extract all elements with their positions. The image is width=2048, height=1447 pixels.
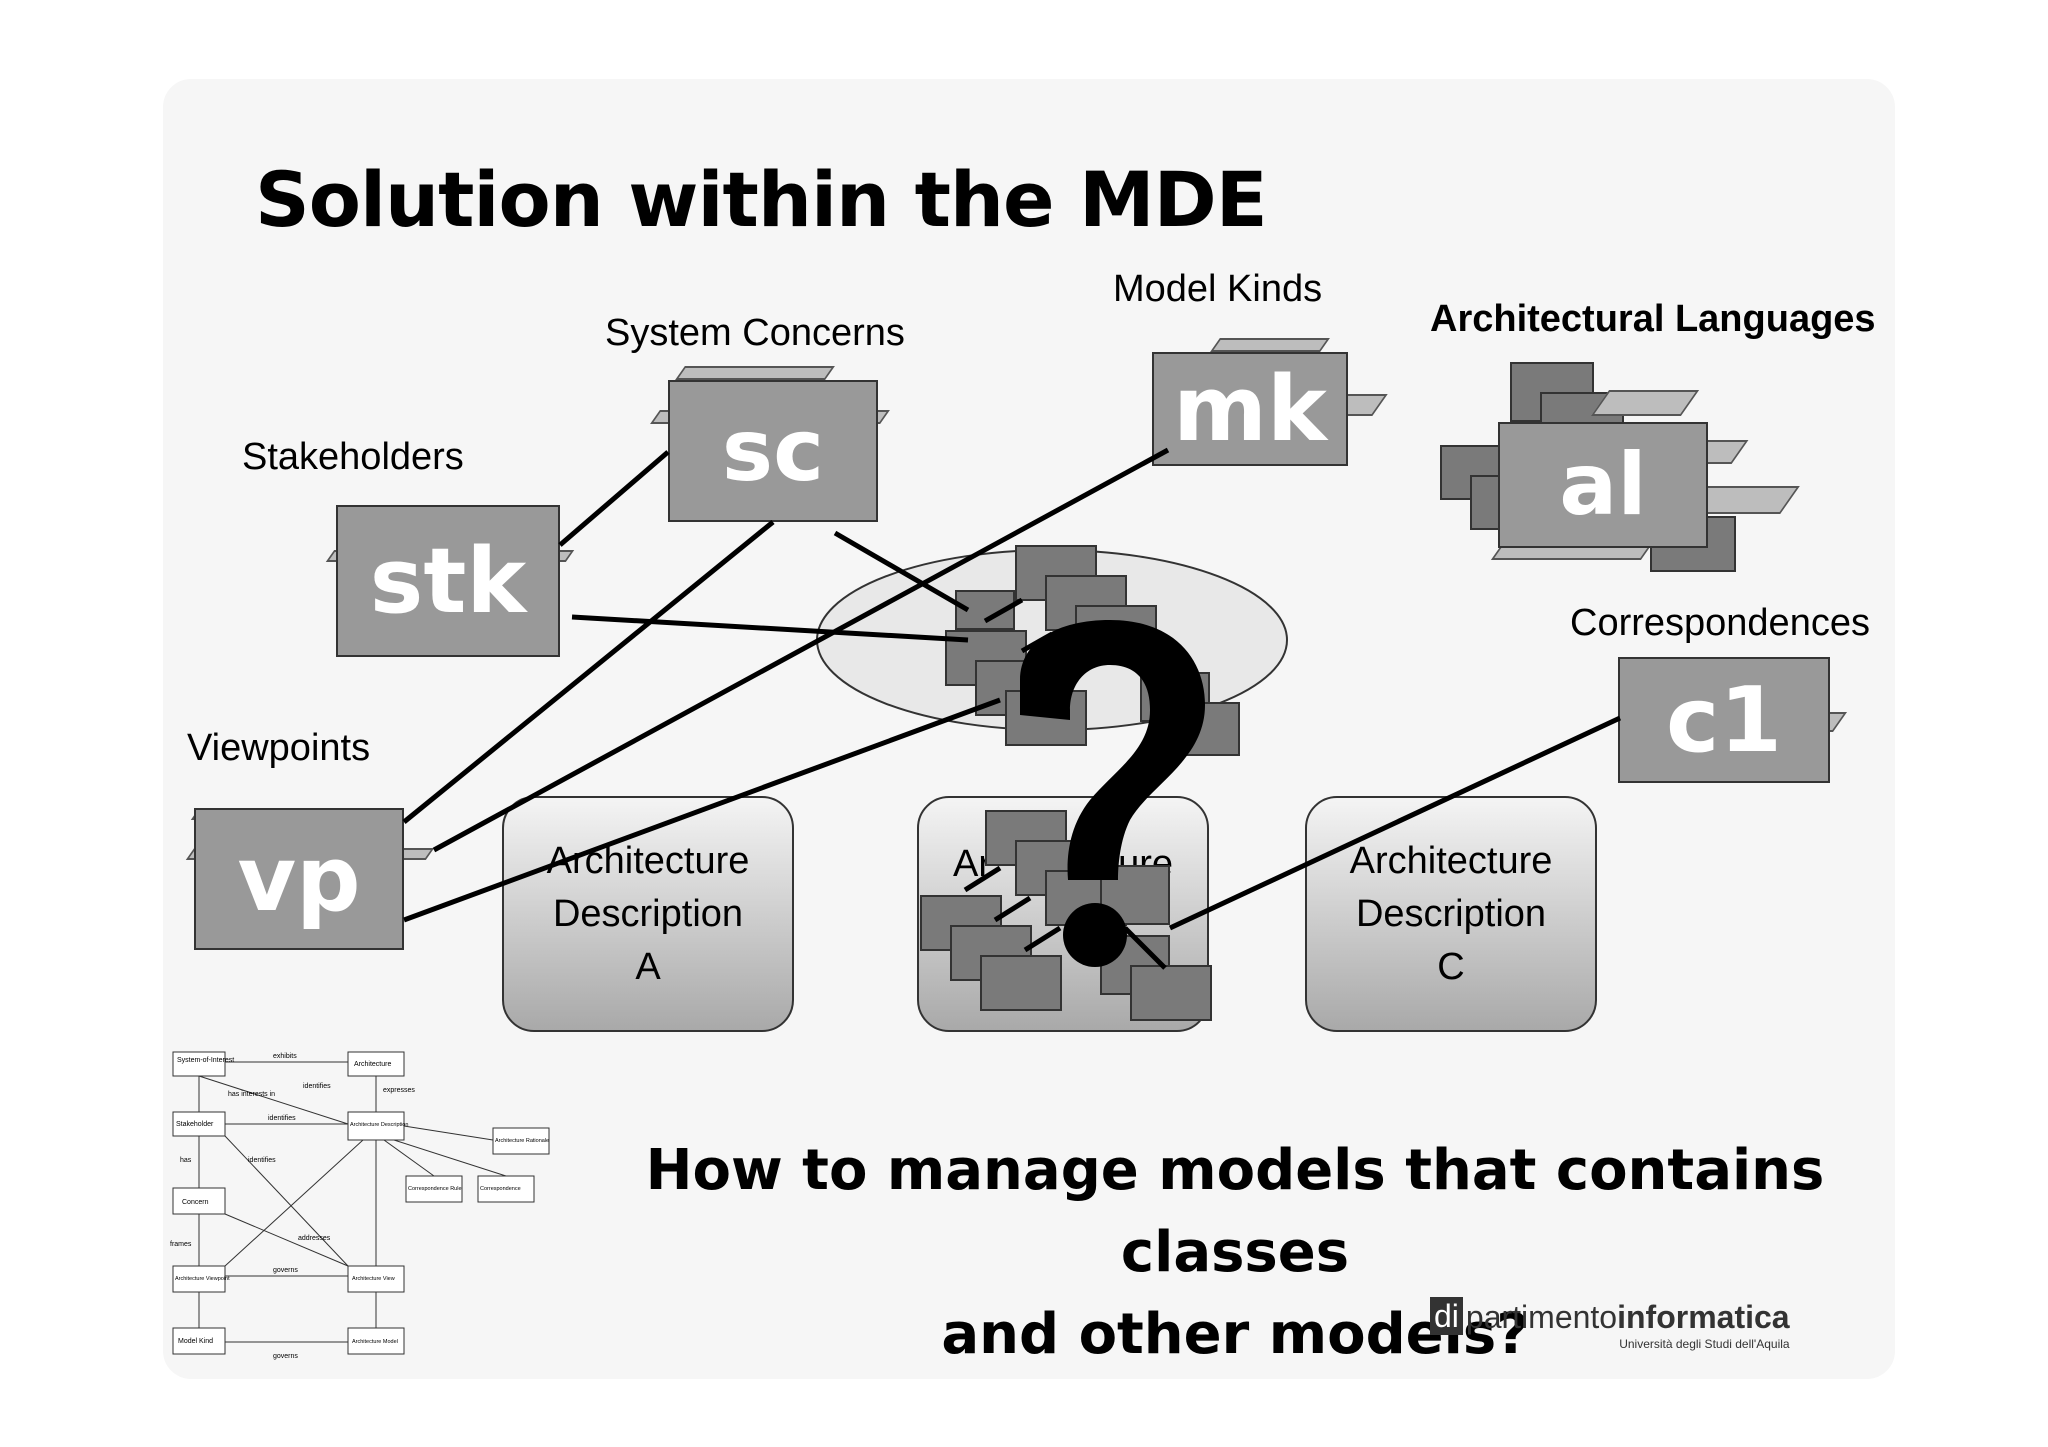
label-system-concerns: System Concerns [605,312,905,354]
label-viewpoints: Viewpoints [187,727,371,769]
architecture-description-a: Architecture Description A [502,796,794,1032]
ad-c-line2: Description [1355,892,1547,935]
uml-frames: frames [170,1241,192,1248]
uml-architecture: Architecture [354,1061,391,1068]
logo-main: partimento [1465,1299,1618,1335]
question-mark-icon [1020,620,1205,967]
uml-has: has [180,1157,192,1164]
uml-architecture-view: Architecture View [352,1276,395,1282]
line-cluster-vp [403,697,1001,923]
uml-exhibits: exhibits [273,1053,297,1060]
box-stk: stk [336,505,560,657]
uml-identifies-3: identifies [248,1157,276,1164]
bottom-question-line1: How to manage models that contains class… [645,1138,1825,1285]
ad-a-line1: Architecture [546,839,750,882]
line-stk-sc [558,450,670,547]
label-model-kinds: Model Kinds [1113,268,1323,310]
line-stk-cluster [571,614,969,643]
line-c-1 [983,597,1024,624]
adb-box-7 [980,955,1062,1011]
adb-box-9 [1130,965,1212,1021]
ad-a-line2: Description [552,892,744,935]
box-sc: sc [668,380,878,522]
uml-model-kind: Model Kind [178,1338,213,1345]
ad-a-line3: A [635,945,661,988]
line-adb-2 [993,895,1032,923]
logo-subtitle: Università degli Studi dell'Aquila [1619,1337,1790,1351]
logo-bold: informatica [1617,1299,1790,1335]
logo-di-prefix: di [1430,1297,1463,1335]
box-al: al [1498,422,1708,548]
box-c1: c1 [1618,657,1830,783]
uml-system-of-interest: System-of-Interest [177,1057,234,1064]
uml-architecture-viewpoint: Architecture Viewpoint [175,1276,230,1282]
line-sc-cluster [833,530,970,613]
line-adb-1 [963,865,1002,893]
ad-c-line1: Architecture [1349,839,1553,882]
uml-stakeholder: Stakeholder [176,1121,214,1128]
ad-c-line3: C [1437,945,1465,988]
uml-expresses: expresses [383,1087,415,1094]
uml-architecture-model: Architecture Model [352,1339,398,1345]
uml-concern: Concern [182,1199,209,1206]
uml-governs-1: governs [273,1267,298,1274]
uml-correspondence: Correspondence [480,1186,521,1192]
line-mk-vp [432,447,1170,853]
dipartimento-logo: di partimento informatica Università deg… [1430,1297,1790,1351]
uml-identifies-1: identifies [303,1083,331,1090]
box-mk: mk [1152,352,1348,466]
uml-correspondence-rule: Correspondence Rule [408,1186,462,1192]
uml-governs-2: governs [273,1353,298,1360]
label-architectural-languages: Architectural Languages [1430,298,1876,340]
line-c1-adb [1168,715,1622,931]
line-adb-4 [1123,926,1167,970]
slide-title: Solution within the MDE [255,155,1268,244]
label-correspondences: Correspondences [1570,602,1870,644]
line-sc-vp [402,520,775,824]
uml-has-interests-in: has interests in [228,1091,275,1098]
uml-thumbnail: System-of-Interest Architecture Stakehol… [170,1051,550,1360]
box-vp: vp [194,808,404,950]
uml-architecture-description: Architecture Description [350,1122,408,1128]
uml-identifies-2: identifies [268,1115,296,1122]
label-stakeholders: Stakeholders [242,436,464,478]
line-adb-3 [1023,925,1062,953]
uml-addresses: addresses [298,1235,331,1242]
uml-architecture-rationale: Architecture Rationale [495,1138,549,1144]
